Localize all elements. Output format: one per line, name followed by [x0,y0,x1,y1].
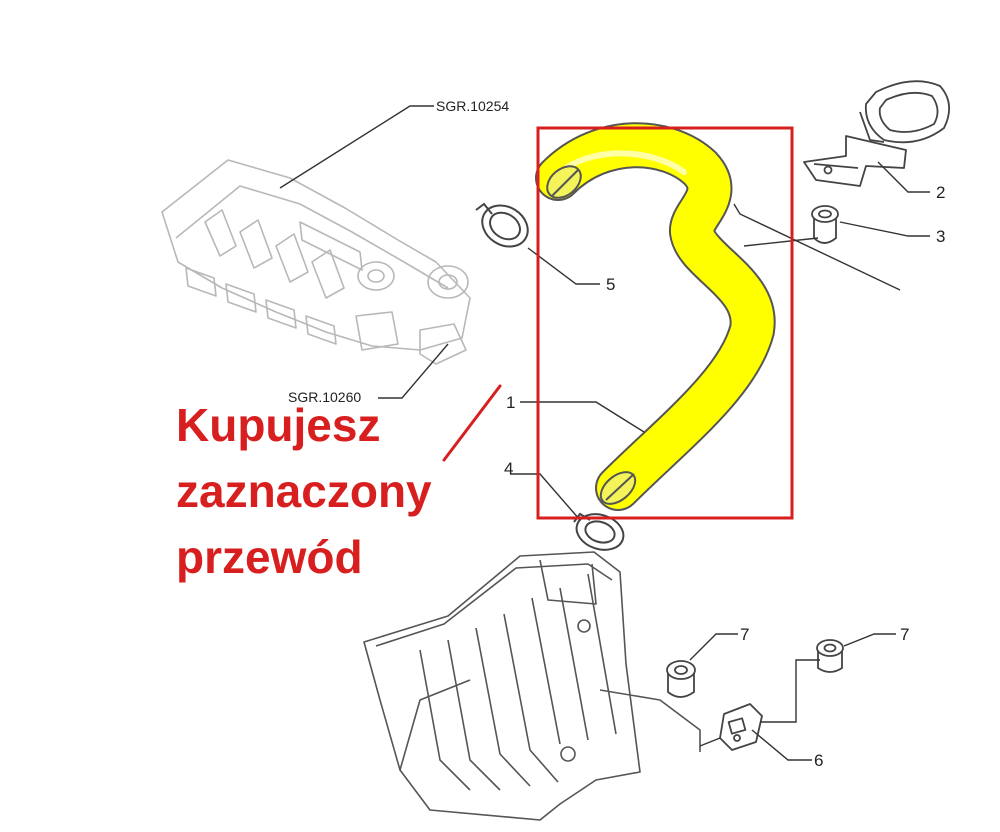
upper-clamp-drawing [475,202,529,248]
sensor-part-drawing [719,703,763,751]
lower-clamp-drawing [573,512,625,551]
purchase-note-line-2: zaznaczony [176,465,432,517]
callout-number-bracket: 2 [936,183,945,202]
callout-number-upper-clamp: 5 [606,275,615,294]
highlight-box [536,126,794,520]
purchase-note: Kupujesz zaznaczony przewód [176,392,432,590]
bushing-right-drawing [816,639,844,673]
hose-part-highlighted [535,122,776,511]
intake-manifold-drawing [161,159,471,365]
reference-label-upper: SGR.10254 [436,98,509,114]
callout-number-sensor: 6 [814,751,823,770]
callout-number-hose: 1 [506,393,515,412]
grommet-part-drawing [811,205,839,244]
purchase-note-line-3: przewód [176,531,363,583]
callout-number-bushing-right: 7 [900,625,909,644]
leader-lines [279,105,930,761]
callout-number-lower-clamp: 4 [504,459,513,478]
reference-label-lower: SGR.10260 [288,389,361,405]
purchase-note-line-1: Kupujesz [176,399,381,451]
bracket-part-drawing [803,80,950,187]
callout-number-bushing-left: 7 [740,625,749,644]
bushing-left-drawing [666,660,696,698]
pointer-stroke [442,384,502,462]
callout-number-grommet: 3 [936,227,945,246]
air-box-drawing [363,551,701,821]
